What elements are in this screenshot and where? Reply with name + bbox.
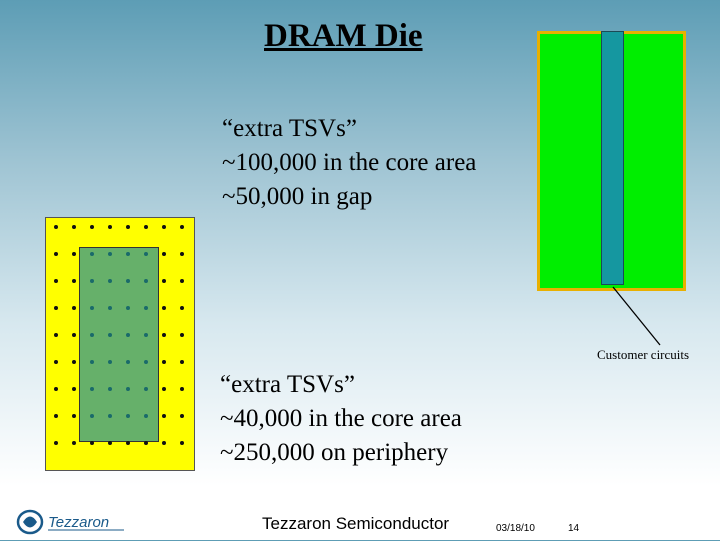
core-tsv-dot (126, 333, 130, 337)
periphery-tsv-dot (180, 306, 184, 310)
core-tsv-dot (108, 360, 112, 364)
periphery-tsv-dot (126, 225, 130, 229)
periphery-tsv-dot (90, 225, 94, 229)
periphery-tsv-dot (72, 225, 76, 229)
periphery-tsv-dot (180, 333, 184, 337)
tezzaron-logo: Tezzaron (14, 508, 136, 536)
top-annotation-line-1: “extra TSVs” (222, 115, 357, 142)
bottom-annotation-line-3: ~250,000 on periphery (220, 439, 449, 466)
core-tsv-dots (90, 252, 148, 418)
bottom-annotation-line-1: “extra TSVs” (220, 371, 355, 398)
periphery-tsv-dot (180, 252, 184, 256)
core-tsv-dot (126, 387, 130, 391)
periphery-tsv-dot (180, 387, 184, 391)
slide-title: DRAM Die (264, 18, 423, 54)
periphery-tsv-dot (180, 414, 184, 418)
core-tsv-dot (90, 306, 94, 310)
footer-date: 03/18/10 (496, 523, 535, 534)
periphery-tsv-dot (54, 333, 58, 337)
core-tsv-dot (108, 414, 112, 418)
core-tsv-dot (126, 306, 130, 310)
core-tsv-dot (144, 333, 148, 337)
customer-callout-line (612, 286, 661, 346)
bottom-annotation-line-2: ~40,000 in the core area (220, 405, 462, 432)
periphery-tsv-dot (72, 279, 76, 283)
core-tsv-dot (90, 414, 94, 418)
customer-circuits-label: Customer circuits (597, 347, 690, 362)
periphery-tsv-dot (72, 306, 76, 310)
core-tsv-dot (90, 360, 94, 364)
periphery-tsv-dot (54, 387, 58, 391)
top-tsv-annotation: “extra TSVs” ~100,000 in the core area ~… (222, 112, 476, 214)
periphery-tsv-dot (162, 441, 166, 445)
periphery-tsv-dots (54, 225, 184, 445)
periphery-tsv-dot (54, 360, 58, 364)
periphery-tsv-dot (180, 441, 184, 445)
core-tsv-dot (90, 387, 94, 391)
periphery-tsv-dot (54, 252, 58, 256)
footer-company: Tezzaron Semiconductor (262, 514, 450, 533)
core-tsv-dot (108, 333, 112, 337)
periphery-tsv-dot (162, 279, 166, 283)
core-tsv-dot (144, 414, 148, 418)
periphery-tsv-dot (54, 225, 58, 229)
core-tsv-dot (126, 360, 130, 364)
periphery-tsv-dot (54, 414, 58, 418)
footer-page-number: 14 (568, 523, 580, 534)
top-annotation-line-2: ~100,000 in the core area (222, 149, 477, 176)
core-tsv-dot (108, 252, 112, 256)
periphery-tsv-dot (162, 333, 166, 337)
core-tsv-dot (126, 252, 130, 256)
periphery-tsv-dot (72, 441, 76, 445)
core-tsv-dot (108, 387, 112, 391)
core-tsv-dot (144, 360, 148, 364)
periphery-tsv-dot (72, 414, 76, 418)
periphery-tsv-dot (162, 414, 166, 418)
core-tsv-dot (144, 279, 148, 283)
periphery-tsv-dot (72, 360, 76, 364)
core-tsv-dot (144, 252, 148, 256)
core-tsv-dot (90, 333, 94, 337)
periphery-tsv-dot (180, 360, 184, 364)
periphery-tsv-dot (126, 441, 130, 445)
core-tsv-dot (90, 252, 94, 256)
periphery-tsv-dot (72, 252, 76, 256)
core-tsv-dot (126, 279, 130, 283)
periphery-tsv-dot (162, 225, 166, 229)
core-tsv-dot (126, 414, 130, 418)
periphery-tsv-dot (162, 252, 166, 256)
periphery-tsv-dot (180, 225, 184, 229)
core-tsv-dot (90, 279, 94, 283)
periphery-tsv-dot (54, 441, 58, 445)
customer-circuits-strip (601, 31, 624, 285)
core-tsv-dot (144, 387, 148, 391)
periphery-tsv-dot (180, 279, 184, 283)
core-tsv-dot (144, 306, 148, 310)
periphery-tsv-dot (72, 333, 76, 337)
periphery-tsv-dot (144, 441, 148, 445)
core-tsv-dot (108, 279, 112, 283)
periphery-tsv-dot (72, 387, 76, 391)
periphery-tsv-dot (54, 306, 58, 310)
logo-text: Tezzaron (48, 514, 109, 531)
periphery-tsv-dot (144, 225, 148, 229)
periphery-tsv-dot (108, 225, 112, 229)
bottom-tsv-annotation: “extra TSVs” ~40,000 in the core area ~2… (220, 368, 462, 470)
top-annotation-line-3: ~50,000 in gap (222, 183, 373, 210)
periphery-tsv-dot (162, 387, 166, 391)
periphery-tsv-dot (162, 306, 166, 310)
periphery-tsv-dot (54, 279, 58, 283)
periphery-tsv-dot (108, 441, 112, 445)
logo-icon: Tezzaron (16, 509, 124, 535)
core-tsv-dot (108, 306, 112, 310)
periphery-tsv-dot (90, 441, 94, 445)
periphery-tsv-dot (162, 360, 166, 364)
